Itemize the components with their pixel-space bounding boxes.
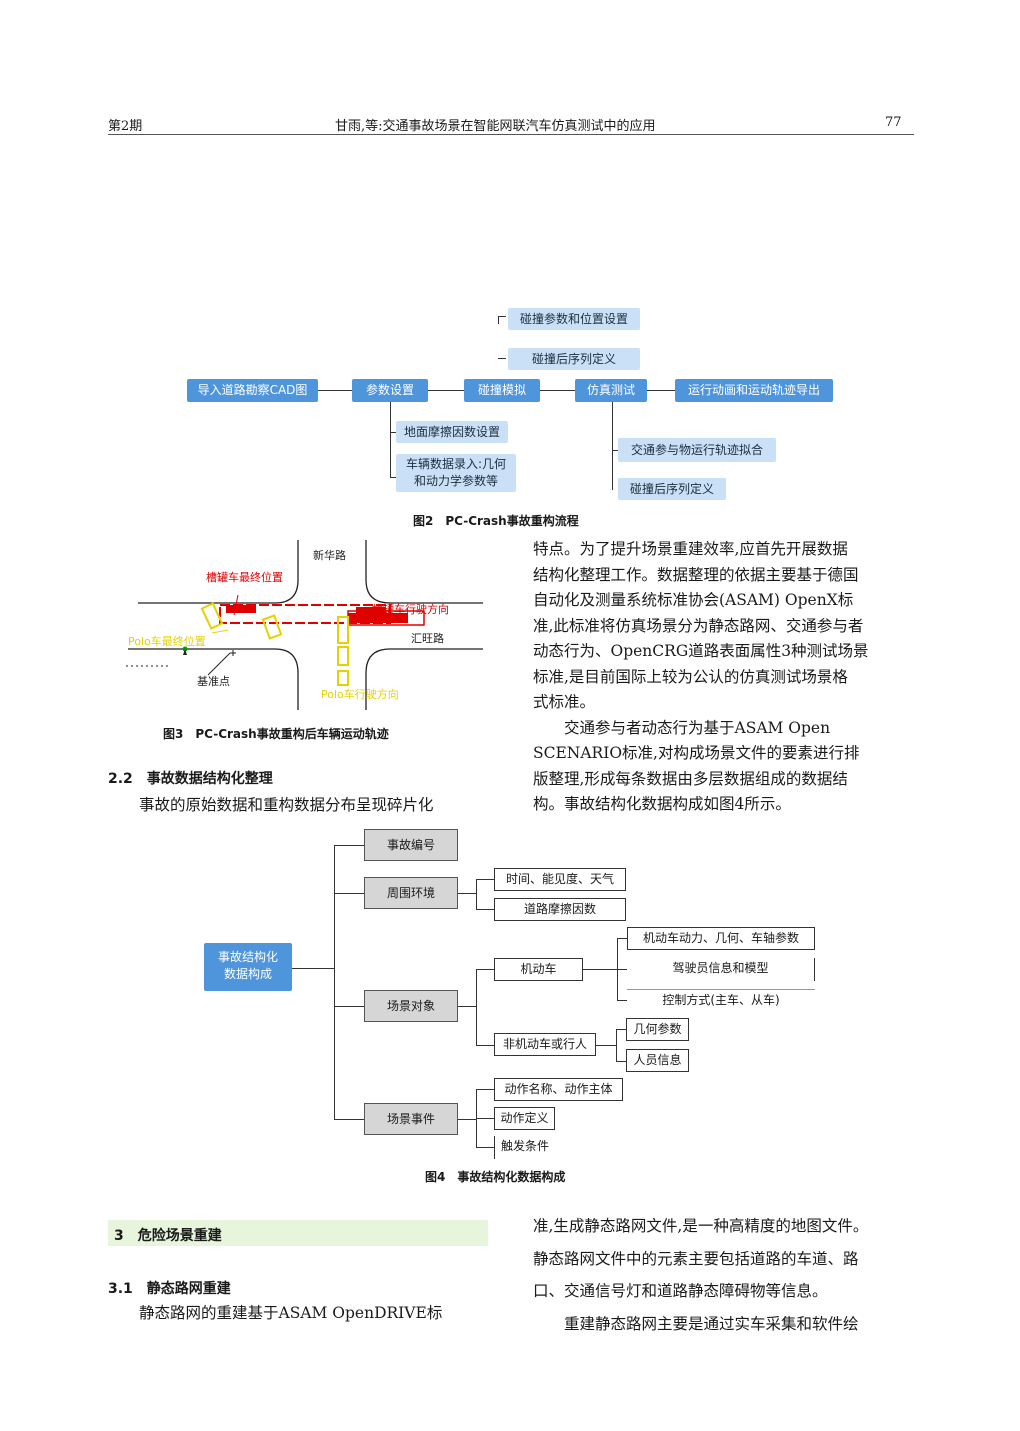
fig2-step: 仿真测试	[575, 379, 647, 402]
fig3-label-road1: 新华路	[313, 549, 346, 562]
fig4-nonmotor-node: 人员信息	[626, 1049, 689, 1072]
issue-number: 第2期	[108, 119, 143, 134]
fig2-top-branch: 碰撞参数和位置设置	[508, 308, 640, 330]
page-number: 77	[885, 115, 902, 130]
text-line: 动态行为、OpenCRG道路表面属性3种测试场景	[533, 642, 869, 660]
header-rule	[108, 134, 914, 135]
section-2-2-text: 事故的原始数据和重构数据分布呈现碎片化	[108, 796, 434, 814]
text-line: 准,此标准将仿真场景分为静态路网、交通参与者	[533, 616, 864, 635]
fig3-label-polo-final: Polo车最终位置	[128, 635, 206, 648]
text-line: 交通参与者动态行为基于ASAM Open	[533, 718, 831, 737]
fig2-step: 碰撞模拟	[464, 379, 540, 402]
fig4-root-line: 数据构成	[223, 967, 272, 981]
fig2-step: 运行动画和运动轨迹导出	[675, 379, 833, 402]
right-column-text: 特点。为了提升场景重建效率,应首先开展数据 结构化整理工作。数据整理的依据主要基…	[533, 537, 913, 818]
fig4-level1-node: 周围环境	[364, 877, 458, 909]
fig4-root: 事故结构化 数据构成	[204, 943, 292, 991]
fig2-caption: 图2 PC-Crash事故重构流程	[413, 514, 579, 528]
fig2-param-branch: 车辆数据录入:几何 和动力学参数等	[396, 454, 516, 492]
fig4-level1-node: 场景事件	[364, 1103, 458, 1135]
text-line: 静态路网文件中的元素主要包括道路的车道、路	[533, 1249, 859, 1268]
fig4-event-node: 触发条件	[494, 1136, 555, 1159]
section-2-2-heading: 2.2 事故数据结构化整理	[108, 771, 273, 787]
fig3-caption: 图3 PC-Crash事故重构后车辆运动轨迹	[163, 727, 389, 741]
fig4-object-node: 机动车	[494, 958, 583, 981]
fig4-env-node: 道路摩擦因数	[494, 898, 626, 921]
fig4-event-node: 动作定义	[494, 1107, 555, 1130]
text-line: 准,生成静态路网文件,是一种高精度的地图文件。	[533, 1217, 869, 1235]
fig4-vehicle-node: 机动车动力、几何、车轴参数	[627, 927, 815, 950]
text-line: 特点。为了提升场景重建效率,应首先开展数据	[533, 540, 848, 558]
fig2-sim-branch: 碰撞后序列定义	[618, 478, 726, 500]
text-line: 口、交通信号灯和道路静态障碍物等信息。	[533, 1282, 828, 1300]
text-line: 自动化及测量系统标准协会(ASAM) OpenX标	[533, 591, 854, 609]
section-3-band	[108, 1220, 488, 1246]
text-line: 重建静态路网主要是通过实车采集和软件绘	[533, 1314, 859, 1333]
fig3-label-road2: 汇旺路	[411, 632, 444, 645]
fig4-level1-node: 事故编号	[364, 829, 458, 861]
fig2-step: 导入道路勘察CAD图	[187, 379, 318, 402]
fig3-trajectory-diagram	[126, 540, 483, 710]
fig3-label-polo-dir: Polo车行驶方向	[321, 688, 399, 701]
fig3-label-tanker-dir: 槽罐车行驶方向	[372, 603, 449, 616]
section-3-1-left-text: 静态路网的重建基于ASAM OpenDRIVE标	[108, 1304, 443, 1322]
fig4-object-node: 非机动车或行人	[494, 1033, 596, 1056]
text-line: 版整理,形成每条数据由多层数据组成的数据结	[533, 769, 848, 788]
fig4-vehicle-node: 控制方式(主车、从车)	[627, 989, 815, 1012]
fig4-vehicle-node: 驾驶员信息和模型	[627, 958, 815, 981]
running-title: 甘雨,等:交通事故场景在智能网联汽车仿真测试中的应用	[335, 119, 656, 134]
fig3-label-tanker-final: 槽罐车最终位置	[206, 571, 283, 584]
fig2-param-line: 和动力学参数等	[413, 474, 498, 488]
text-line: 标准,是目前国际上较为公认的仿真测试场景格	[533, 667, 848, 686]
text-line: SCENARIO标准,对构成场景文件的要素进行排	[533, 744, 860, 762]
fig4-level1-node: 场景对象	[364, 990, 458, 1022]
fig4-nonmotor-node: 几何参数	[626, 1018, 689, 1041]
fig2-param-line: 车辆数据录入:几何	[405, 457, 507, 471]
text-line: 结构化整理工作。数据整理的依据主要基于德国	[533, 565, 859, 584]
text-line: 构。事故结构化数据构成如图4所示。	[533, 795, 791, 813]
fig2-param-branch: 地面摩擦因数设置	[396, 421, 508, 443]
fig4-caption: 图4 事故结构化数据构成	[425, 1170, 566, 1184]
fig4-env-node: 时间、能见度、天气	[494, 868, 626, 891]
fig2-step: 参数设置	[352, 379, 428, 402]
fig3-label-reference: 基准点	[197, 675, 230, 688]
section-3-1-heading: 3.1 静态路网重建	[108, 1281, 231, 1297]
section-3-heading: 3 危险场景重建	[114, 1228, 222, 1244]
fig4-root-line: 事故结构化	[217, 950, 278, 964]
fig4-event-node: 动作名称、动作主体	[494, 1078, 623, 1101]
fig2-sim-branch: 交通参与物运行轨迹拟合	[618, 438, 776, 462]
text-line: 式标准。	[533, 693, 596, 711]
fig2-top-branch: 碰撞后序列定义	[508, 348, 640, 370]
section-3-right-text: 准,生成静态路网文件,是一种高精度的地图文件。 静态路网文件中的元素主要包括道路…	[533, 1210, 918, 1340]
